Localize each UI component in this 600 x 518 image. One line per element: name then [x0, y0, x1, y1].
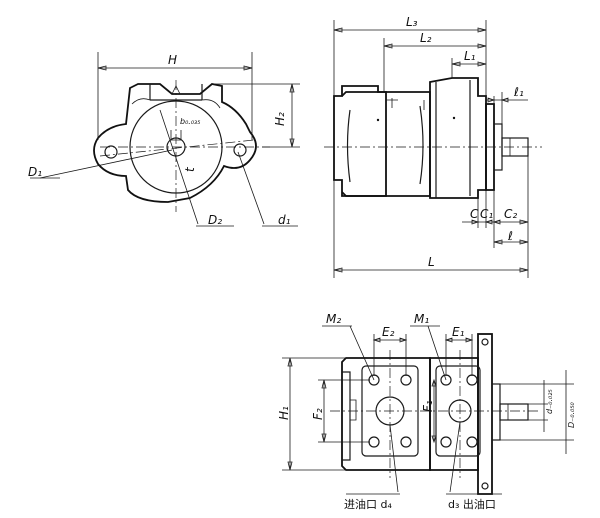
- label-d1: d₁: [278, 213, 291, 227]
- label-l: ℓ: [507, 229, 513, 243]
- side-left-cover: [333, 85, 387, 197]
- label-C: C: [470, 207, 479, 221]
- D1-leader: [39, 149, 173, 179]
- flange-inner-detail: [131, 98, 221, 109]
- F1-arrows: [431, 378, 437, 444]
- flange-hole-bottom: [481, 482, 489, 490]
- label-M2: M₂: [326, 312, 341, 326]
- label-b-tol: b₀.₀₃₅: [180, 117, 200, 126]
- outlet-bolt-2: [466, 374, 478, 386]
- H1-arrows: [287, 357, 293, 471]
- front-view: H H₂ b₀.₀₃₅ t D₁ D₂ d₁: [28, 52, 300, 227]
- inlet-leader: [389, 424, 399, 493]
- C-arrows: [471, 219, 529, 225]
- side-port-marks: [386, 98, 425, 110]
- L-arrows: [333, 267, 529, 273]
- side-housing-detail: [435, 80, 471, 198]
- label-H2: H₂: [273, 112, 287, 126]
- L1-arrows: [451, 61, 487, 67]
- label-C1: C₁: [480, 207, 493, 221]
- label-D1: D₁: [28, 165, 42, 179]
- label-inlet: 进油口 d₄: [344, 497, 392, 511]
- mark-dot-2: [452, 116, 456, 120]
- label-l1: ℓ₁: [513, 85, 524, 99]
- label-H1: H₁: [277, 406, 291, 420]
- outlet-bolt-3: [440, 436, 452, 448]
- H-arrows: [97, 65, 253, 71]
- bottom-left-detail: [350, 399, 357, 421]
- label-H: H: [168, 53, 177, 67]
- label-C2: C₂: [504, 207, 517, 221]
- F2-arrows: [321, 379, 327, 443]
- D2-leader: [159, 109, 199, 225]
- H2-arrows: [289, 83, 295, 148]
- L3-arrows: [333, 27, 487, 33]
- label-L3: L₃: [406, 15, 418, 29]
- E2-arrows: [372, 337, 408, 343]
- L2-arrows: [383, 43, 487, 49]
- label-L2: L₂: [420, 31, 432, 45]
- l1-arrows: [487, 97, 509, 103]
- label-L1: L₁: [464, 49, 476, 63]
- label-F2: F₂: [311, 408, 325, 420]
- inlet-bolt-2: [400, 374, 412, 386]
- inlet-bolt-3: [368, 436, 380, 448]
- side-right-housing: [429, 77, 487, 199]
- l-arrows: [493, 239, 529, 245]
- label-D-tol: D₋₀.₀₅₀: [567, 401, 576, 428]
- label-M1: M₁: [414, 312, 429, 326]
- outlet-leader: [449, 421, 461, 493]
- bottom-left-cover: [342, 371, 351, 461]
- side-view: L₃ L₂ L₁ ℓ₁ C C₁ C₂ ℓ: [324, 15, 542, 278]
- bottom-pilot: [491, 383, 501, 441]
- d1-leader: [237, 151, 265, 225]
- E1-arrows: [444, 337, 474, 343]
- bolt-hole-left: [104, 145, 118, 159]
- label-E2: E₂: [382, 325, 395, 339]
- bottom-shaft: [499, 403, 529, 421]
- flange-hole-top: [481, 338, 489, 346]
- front-flange-outline: [93, 83, 257, 203]
- inlet-bolt-4: [400, 436, 412, 448]
- label-E1: E₁: [452, 325, 465, 339]
- M1-leader: [427, 325, 447, 381]
- bottom-left-body: [341, 357, 431, 471]
- M2-leader: [349, 325, 375, 381]
- label-d-tol: d₋₀.₀₂₅: [545, 389, 554, 414]
- mark-dot-1: [376, 118, 380, 122]
- bolt-hole-right: [233, 143, 247, 157]
- side-body-contour: [346, 105, 424, 185]
- label-D2: D₂: [208, 213, 222, 227]
- label-outlet: d₃ 出油口: [448, 497, 496, 511]
- label-L: L: [428, 255, 435, 269]
- label-F1: F₁: [421, 400, 435, 412]
- outlet-bolt-4: [466, 436, 478, 448]
- label-t: t: [183, 166, 197, 172]
- bottom-view: M₂ M₁ E₂ E₁ F₁ F₂ H₁: [277, 312, 576, 511]
- bolt-centerline: [99, 139, 255, 157]
